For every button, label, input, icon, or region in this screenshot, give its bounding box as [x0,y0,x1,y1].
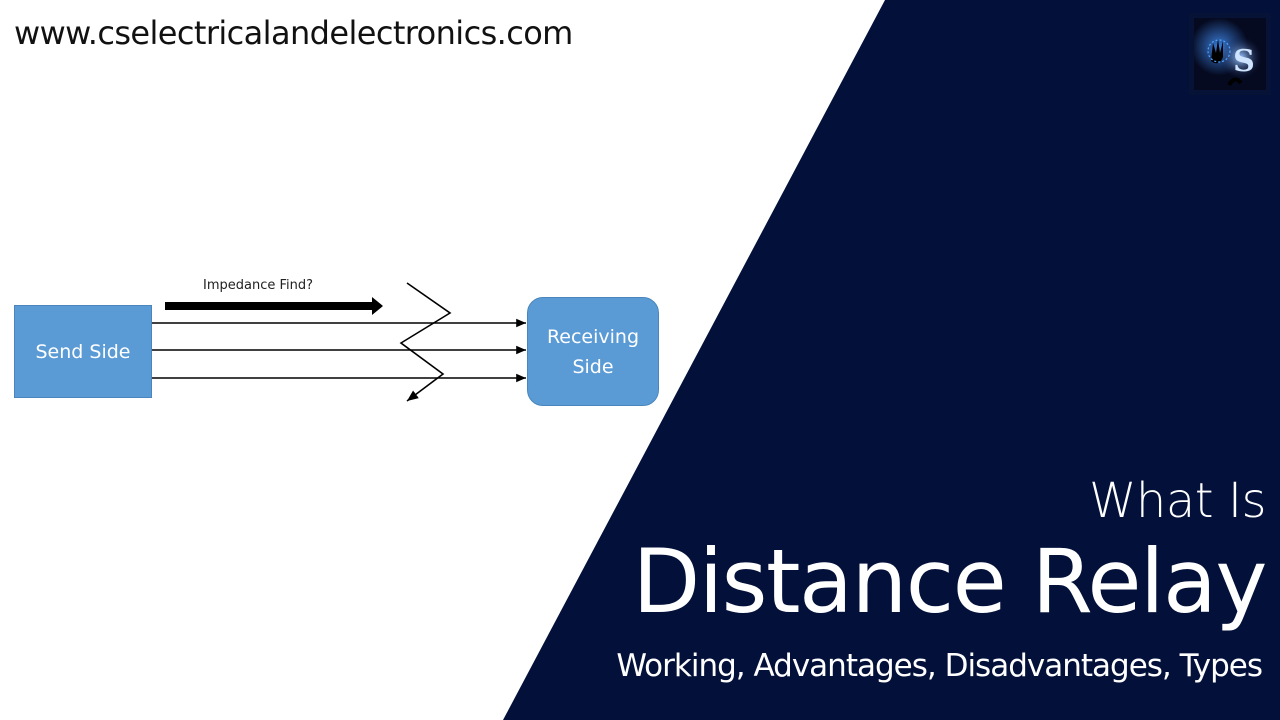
page-title: Distance Relay [632,530,1267,633]
send-side-label: Send Side [35,340,131,363]
impedance-arrow-icon [165,297,383,315]
impedance-label: Impedance Find? [203,278,314,293]
fault-zigzag-icon [399,282,452,402]
dark-diagonal-panel [503,0,1280,720]
receiving-side-label-line2: Side [572,355,614,378]
subtitle: Working, Advantages, Disadvantages, Type… [616,648,1263,684]
cs-logo-icon: S [1189,13,1271,95]
distance-relay-diagram: Impedance Find? Send Side Receiving Side [0,270,680,420]
diagram-lines [152,282,526,402]
svg-text:S: S [1233,44,1255,79]
send-side-node: Send Side [14,305,152,398]
title-prefix: What Is [1088,473,1267,529]
site-url: www.cselectricalandelectronics.com [14,14,573,52]
receiving-side-node: Receiving Side [527,297,659,406]
receiving-side-label-line1: Receiving [546,325,640,348]
